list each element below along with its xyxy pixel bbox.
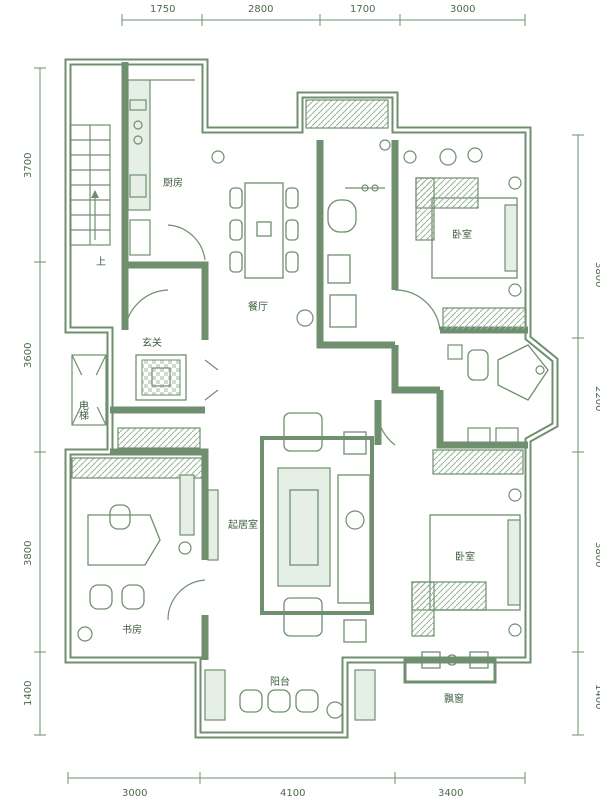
dim-right-3: 3800 (593, 542, 600, 567)
bedroom-top-label: 卧室 (452, 228, 472, 241)
dim-right-2: 2200 (593, 386, 600, 411)
dim-top-3: 1700 (350, 4, 375, 15)
bedroom-top: 卧室 (394, 147, 527, 331)
bedroom-bottom-label: 卧室 (455, 550, 475, 563)
dim-top-1: 1750 (150, 4, 175, 15)
dim-right-4: 1400 (593, 684, 600, 709)
elevator-label: 电梯 (77, 399, 89, 421)
stair-up-label: 上 (96, 256, 106, 268)
dimension-left: 3700 3600 3800 1400 (23, 67, 46, 736)
dimension-bottom: 3000 4100 3400 (67, 772, 526, 799)
dim-left-4: 1400 (23, 681, 34, 706)
dim-left-2: 3600 (23, 343, 34, 368)
bay-window-label: 飘窗 (444, 692, 464, 705)
dim-bottom-3: 3400 (438, 788, 463, 799)
dining: 餐厅 (211, 150, 314, 327)
balcony-label: 阳台 (270, 675, 290, 688)
interior-walls (110, 62, 528, 660)
dim-top-4: 3000 (450, 4, 475, 15)
living-label: 起居室 (228, 518, 258, 531)
dimension-top: 1750 2800 1700 3000 (121, 4, 526, 26)
bathroom-right (447, 344, 549, 401)
dim-top-2: 2800 (248, 4, 273, 15)
elevator: 电梯 (71, 354, 107, 426)
foyer: 玄关 (117, 289, 219, 449)
living-room: 起居室 (207, 412, 374, 643)
bathroom-center (327, 139, 391, 328)
study: 书房 (71, 457, 206, 642)
dim-left-3: 3800 (23, 541, 34, 566)
top-small-balcony (305, 99, 389, 129)
stairs: 上 (69, 124, 111, 268)
dim-right-1: 3800 (593, 262, 600, 287)
kitchen-label: 厨房 (163, 176, 183, 189)
study-label: 书房 (122, 623, 142, 636)
balcony: 阳台 (204, 669, 376, 721)
foyer-label: 玄关 (142, 336, 162, 349)
kitchen: 厨房 (127, 79, 206, 261)
outer-walls (64, 58, 559, 739)
dim-bottom-1: 3000 (122, 788, 147, 799)
dim-bottom-2: 4100 (280, 788, 305, 799)
bay-window: 飘窗 (403, 651, 497, 705)
dim-left-1: 3700 (23, 153, 34, 178)
dining-label: 餐厅 (248, 300, 268, 313)
dimension-right: 3800 2200 3800 1400 (572, 134, 600, 736)
bedroom-bottom: 卧室 (376, 399, 524, 637)
